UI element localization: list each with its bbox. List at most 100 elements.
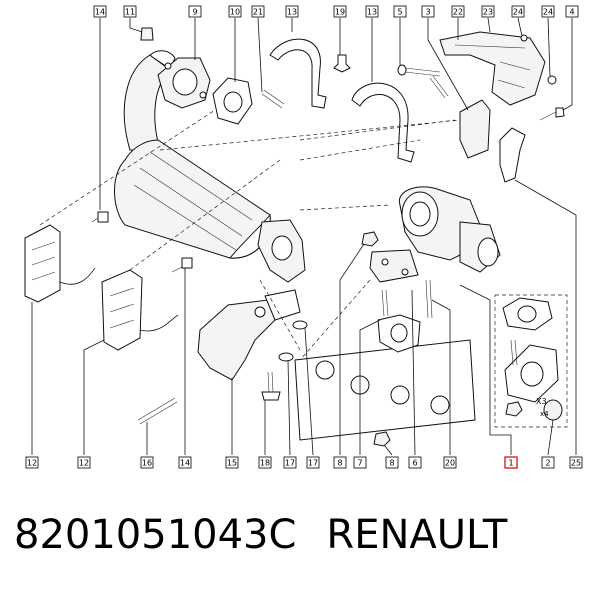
svg-text:24: 24 (513, 8, 523, 17)
callout-18: 18 (258, 456, 272, 469)
callout-10: 10 (228, 5, 242, 18)
svg-text:12: 12 (27, 459, 37, 468)
kit-qty-x3: X3 (536, 397, 547, 406)
svg-text:16: 16 (142, 459, 152, 468)
callout-8-a: 8 (333, 456, 347, 469)
callout-15: 15 (225, 456, 239, 469)
svg-text:10: 10 (230, 8, 240, 17)
callout-12-left: 12 (25, 456, 39, 469)
svg-text:15: 15 (227, 459, 237, 468)
svg-text:12: 12 (79, 459, 89, 468)
callout-25: 25 (569, 456, 583, 469)
exploded-parts-diagram: X3 x4 (24, 5, 583, 469)
part-number: 8201051043C (14, 512, 297, 558)
stud-3 (429, 75, 449, 99)
callout-24-a: 24 (511, 5, 525, 18)
callout-21: 21 (251, 5, 265, 18)
callout-14-bottom: 14 (178, 456, 192, 469)
leader-lines (31, 17, 577, 456)
svg-text:4: 4 (569, 8, 574, 17)
callout-11: 11 (123, 5, 137, 18)
callout-14-top: 14 (93, 5, 107, 18)
bolt-18 (261, 371, 281, 401)
manifold-gasket (294, 339, 476, 441)
callout-4: 4 (565, 5, 579, 18)
heat-shield-plate-left (24, 224, 61, 303)
stud-21 (261, 89, 285, 109)
svg-text:7: 7 (357, 459, 362, 468)
bolt-5 (397, 64, 441, 77)
bracket-3 (459, 99, 491, 159)
svg-text:20: 20 (445, 459, 455, 468)
bolt-19 (333, 54, 351, 73)
callout-7: 7 (353, 456, 367, 469)
callout-20: 20 (443, 456, 457, 469)
callout-22: 22 (451, 5, 465, 18)
svg-text:8: 8 (389, 459, 394, 468)
callout-19: 19 (333, 5, 347, 18)
callout-24-b: 24 (541, 5, 555, 18)
clamp-left (269, 38, 327, 109)
gasket-kit (494, 294, 568, 428)
nut-8-bottom (373, 431, 391, 447)
callout-1-highlighted[interactable]: 1 (504, 456, 518, 469)
washer-17 (278, 320, 308, 362)
callout-17-b: 17 (306, 456, 320, 469)
part-caption: 8201051043C RENAULT (14, 512, 594, 572)
gasket-small (212, 77, 253, 125)
callout-5: 5 (393, 5, 407, 18)
heat-shield-plate-right (101, 269, 143, 351)
clamp-right (351, 82, 415, 163)
svg-text:8: 8 (337, 459, 342, 468)
callout-3: 3 (421, 5, 435, 18)
svg-text:2: 2 (545, 459, 550, 468)
svg-text:14: 14 (95, 8, 105, 17)
callout-13-right: 13 (365, 5, 379, 18)
callout-12-right: 12 (77, 456, 91, 469)
studs-turbo (381, 279, 433, 319)
svg-text:3: 3 (425, 8, 430, 17)
callout-16: 16 (140, 456, 154, 469)
bolt-11 (140, 27, 154, 41)
callout-13-left: 13 (285, 5, 299, 18)
bracket-25 (499, 127, 526, 183)
svg-text:24: 24 (543, 8, 553, 17)
bolt-14-top (91, 211, 109, 223)
bolt-14 (171, 257, 193, 273)
svg-text:6: 6 (412, 459, 417, 468)
callout-6: 6 (408, 456, 422, 469)
assembly-guides (39, 109, 461, 361)
svg-text:18: 18 (260, 459, 270, 468)
stud-16 (137, 397, 178, 425)
nut-8 (361, 231, 379, 247)
brand-name: RENAULT (326, 512, 508, 558)
svg-text:5: 5 (397, 8, 402, 17)
gasket-7 (377, 314, 421, 353)
svg-text:23: 23 (483, 8, 493, 17)
svg-text:1: 1 (508, 459, 513, 468)
svg-text:19: 19 (335, 8, 345, 17)
catalytic-converter (114, 139, 271, 259)
bolt-24 (520, 34, 557, 85)
svg-text:22: 22 (453, 8, 463, 17)
callout-23: 23 (481, 5, 495, 18)
callout-8-b: 8 (385, 456, 399, 469)
svg-text:17: 17 (308, 459, 318, 468)
svg-text:13: 13 (287, 8, 297, 17)
callout-17-a: 17 (283, 456, 297, 469)
kit-qty-x4: x4 (540, 410, 549, 418)
callout-9: 9 (188, 5, 202, 18)
svg-text:9: 9 (192, 8, 197, 17)
svg-text:25: 25 (571, 459, 581, 468)
pipe-clips (59, 267, 179, 332)
flange-gasket-top (157, 57, 211, 109)
svg-text:13: 13 (367, 8, 377, 17)
callout-2: 2 (541, 456, 555, 469)
svg-text:11: 11 (125, 8, 135, 17)
heat-shield (439, 31, 546, 106)
svg-text:14: 14 (180, 459, 190, 468)
svg-text:17: 17 (285, 459, 295, 468)
outlet-flange (257, 219, 306, 283)
bolt-4 (539, 107, 565, 121)
svg-text:21: 21 (253, 8, 263, 17)
